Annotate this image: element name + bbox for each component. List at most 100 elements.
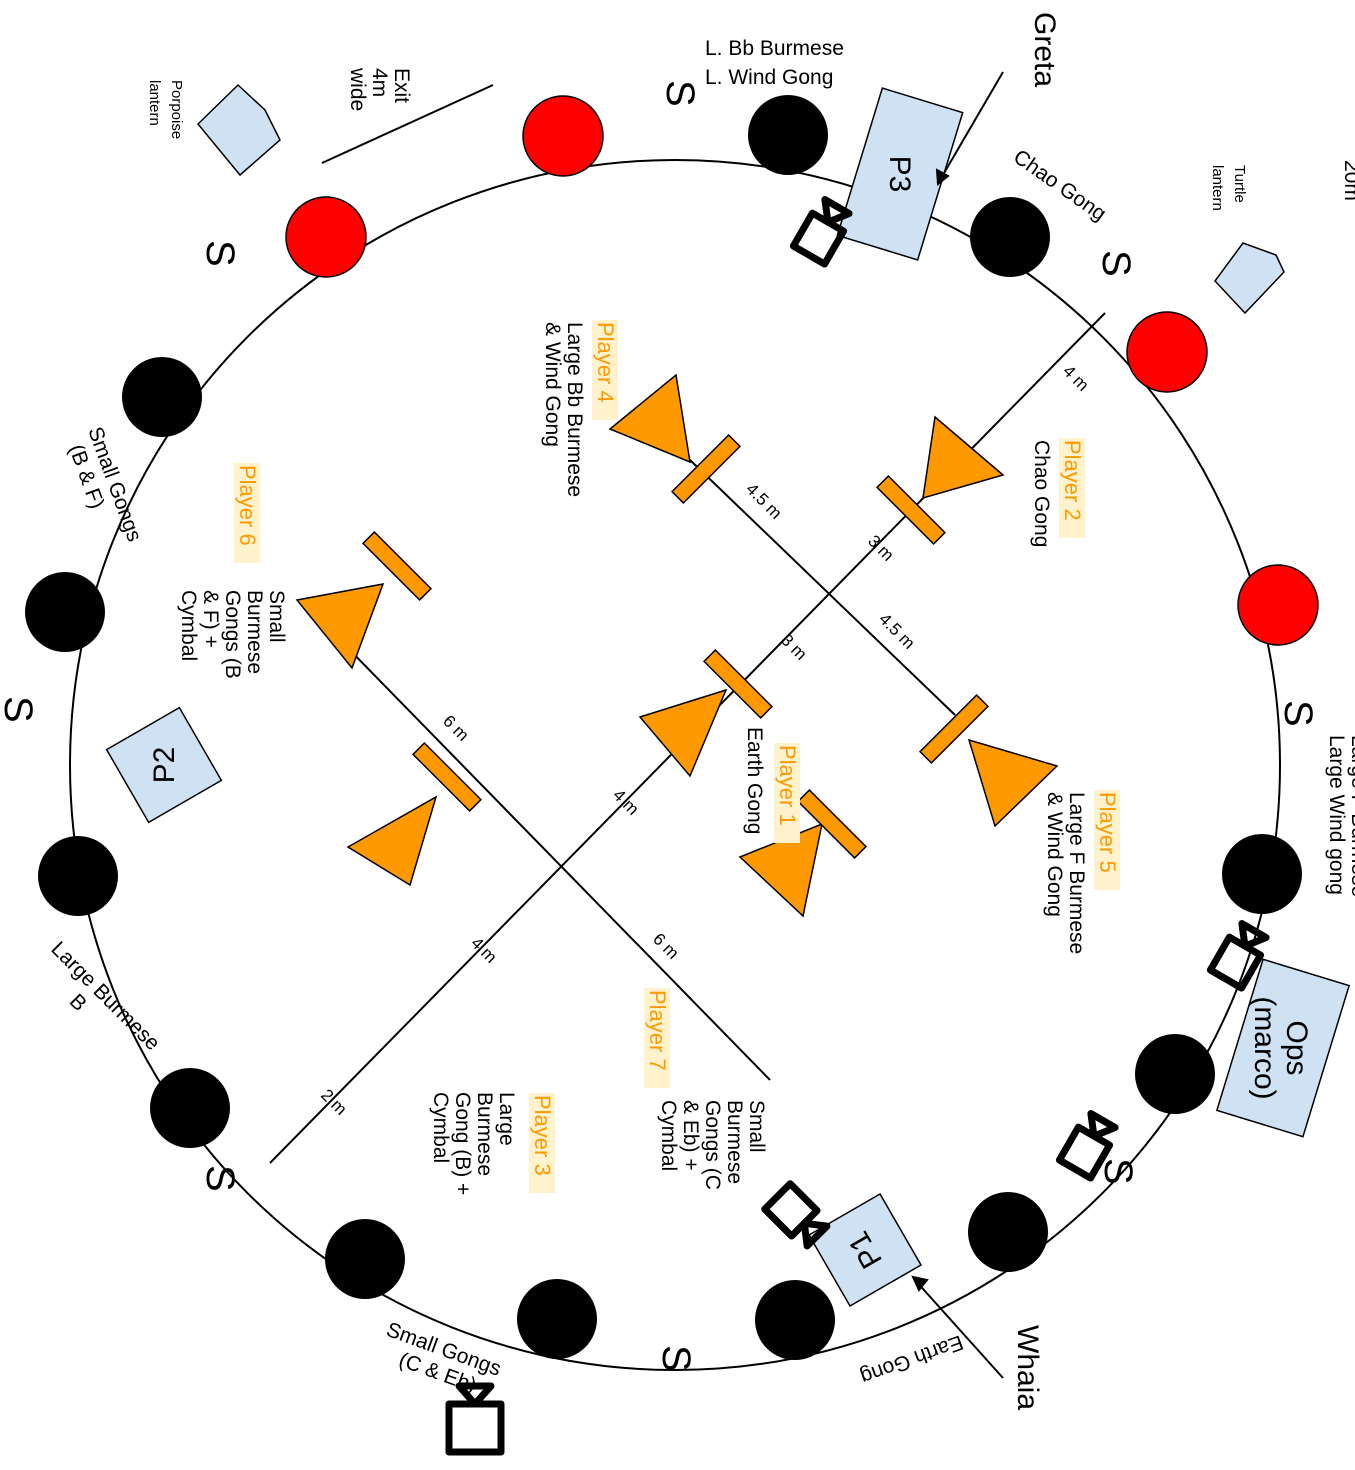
svg-text:Turtle: Turtle <box>1231 165 1248 203</box>
svg-text:Player 5: Player 5 <box>1095 792 1120 873</box>
svg-text:& F) +: & F) + <box>199 590 222 648</box>
exit-line <box>321 84 494 164</box>
speaker-circle <box>38 836 118 916</box>
earth-outer-label: Earth Gong <box>857 1330 966 1388</box>
player-labels: Player 4 Large Bb Burmese & Wind Gong Pl… <box>177 320 1120 1195</box>
svg-text:Burmese: Burmese <box>723 1100 746 1184</box>
speaker-circle <box>970 197 1050 277</box>
svg-text:Exit: Exit <box>390 68 413 103</box>
camera-icon <box>445 1382 505 1456</box>
player-4-triangle <box>608 373 691 464</box>
svg-text:Large Wind gong: Large Wind gong <box>1325 735 1348 895</box>
s-marker: S <box>0 696 40 723</box>
player-7-label: Player 7 <box>644 988 670 1088</box>
cameras <box>445 196 1270 1456</box>
player-2-label: Player 2 Chao Gong <box>1030 438 1085 547</box>
l-bb-label: L. Bb Burmese L. Wind Gong <box>705 37 844 89</box>
player-2-triangle <box>922 415 1005 500</box>
pointer-arrows <box>911 71 1004 1379</box>
camera-icon <box>761 1180 831 1250</box>
distance-label: 6 m <box>439 711 472 744</box>
distance-label: 4.5 m <box>875 609 919 653</box>
player-1-desc: Earth Gong <box>743 727 766 834</box>
svg-text:Player 4: Player 4 <box>593 322 618 403</box>
player-5-triangle <box>967 738 1059 828</box>
svg-text:Large: Large <box>495 1092 518 1146</box>
svg-text:4m: 4m <box>368 68 391 97</box>
speaker-circle <box>1135 1034 1215 1114</box>
svg-text:Gong (B) +: Gong (B) + <box>451 1092 474 1195</box>
svg-text:& Wind Gong: & Wind Gong <box>1043 792 1066 917</box>
box-ops-line2: (marco) <box>1248 996 1281 1099</box>
s-marker: S <box>198 240 242 267</box>
players <box>295 373 1059 918</box>
speaker-circle <box>517 1279 597 1359</box>
svg-text:& Eb) +: & Eb) + <box>679 1100 702 1171</box>
large-f-outer-label: Large F Burmese Large Wind gong <box>1325 735 1355 897</box>
distance-label: 4 m <box>467 933 500 966</box>
line-p6-to-p7 <box>339 639 771 1081</box>
svg-text:L. Bb Burmese: L. Bb Burmese <box>705 37 844 60</box>
svg-text:lantern: lantern <box>146 80 163 126</box>
porpoise-lantern-shape <box>196 83 281 177</box>
box-p2: P2 <box>105 706 223 824</box>
box-ops: Ops (marco) <box>1215 958 1351 1138</box>
player-4-label: Player 4 Large Bb Burmese & Wind Gong <box>541 320 618 497</box>
s-marker: S <box>1096 1158 1140 1185</box>
player-5-bar <box>918 693 990 765</box>
s-marker: S <box>658 80 702 107</box>
svg-text:L. Wind Gong: L. Wind Gong <box>705 66 833 89</box>
speaker-circle <box>1222 834 1302 914</box>
distance-label: 3 m <box>864 531 897 564</box>
svg-text:Small: Small <box>265 590 288 643</box>
svg-text:Player 7: Player 7 <box>645 990 670 1071</box>
light-circle <box>1126 311 1208 393</box>
s-marker: S <box>198 1165 242 1192</box>
player-6-label: Player 6 <box>234 463 260 563</box>
box-p1: P1 <box>807 1192 923 1308</box>
box-p2-label: P2 <box>148 747 181 784</box>
distance-label: 2 m <box>317 1085 350 1118</box>
svg-text:& Wind Gong: & Wind Gong <box>541 322 564 447</box>
s-marker: S <box>1276 700 1320 727</box>
svg-text:Player 2: Player 2 <box>1060 440 1085 521</box>
box-p3: P3 <box>836 87 964 261</box>
light-circle <box>522 95 604 177</box>
line-p4-to-p5 <box>689 459 956 716</box>
svg-text:Small: Small <box>745 1100 768 1153</box>
player-4-bar <box>670 433 742 505</box>
svg-text:Gongs (C: Gongs (C <box>701 1100 724 1190</box>
player-2-bar <box>875 474 947 546</box>
svg-text:lantern: lantern <box>1209 165 1226 211</box>
distance-label: 3 m <box>777 630 810 663</box>
speaker-circle <box>325 1219 405 1299</box>
s-marker: S <box>1094 250 1138 277</box>
svg-text:Cymbal: Cymbal <box>177 590 200 661</box>
player-3-triangle <box>346 795 438 887</box>
speaker-circle <box>150 1068 230 1148</box>
speaker-circle <box>755 1280 835 1360</box>
speaker-circle <box>748 95 828 175</box>
exit-label: Exit 4m wide <box>346 67 413 111</box>
camera-icon <box>1055 1110 1119 1182</box>
svg-text:Cymbal: Cymbal <box>429 1092 452 1163</box>
svg-text:Large Burmese: Large Burmese <box>46 937 164 1055</box>
svg-text:Burmese: Burmese <box>243 590 266 674</box>
camera-icon <box>789 196 853 268</box>
player-3-label: Player 3 <box>529 1093 555 1193</box>
player-3-bar <box>411 741 483 813</box>
performance-circle <box>69 159 1281 1371</box>
light-circle <box>285 196 367 278</box>
svg-text:Player 1: Player 1 <box>775 745 800 826</box>
svg-text:wide: wide <box>346 67 369 111</box>
player-6-triangle <box>295 583 385 670</box>
distance-label: 6 m <box>649 929 682 962</box>
speaker-circle <box>25 572 105 652</box>
player-5-label: Player 5 Large F Burmese & Wind Gong <box>1043 790 1120 954</box>
s-markers: S S S S S S S S <box>0 80 1320 1372</box>
svg-text:Player 6: Player 6 <box>235 465 260 546</box>
player-1-triangle <box>638 688 728 778</box>
svg-text:Burmese: Burmese <box>473 1092 496 1176</box>
